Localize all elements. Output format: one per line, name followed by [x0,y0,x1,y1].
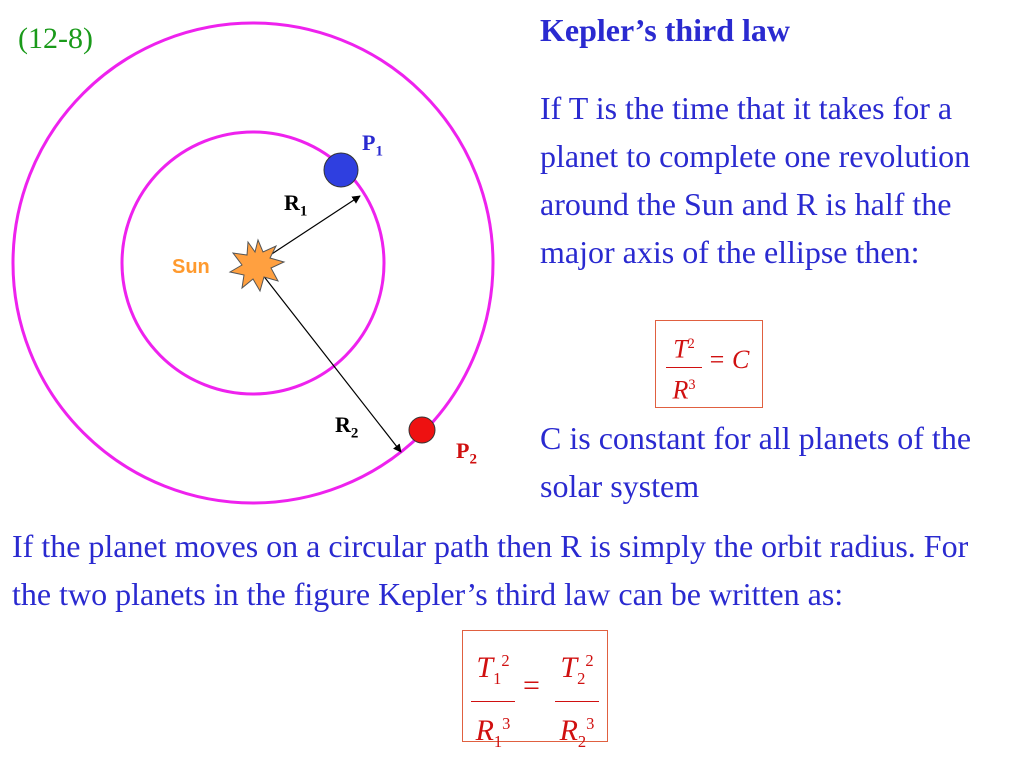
orbit-diagram [11,21,495,505]
r2-arrow [254,264,402,453]
planet-p2 [408,416,436,444]
slide-title: Kepler’s third law [540,12,791,48]
r1-label: R1 [284,190,308,220]
paragraph-circular: If the planet moves on a circular path t… [12,528,969,612]
formula2-r1: R13 [475,714,511,751]
formula1-rhs: = C [708,345,750,374]
formula2-left-fraction: T12 R13 [471,641,515,762]
formula1-denominator: R3 [672,375,696,405]
sun-icon [228,238,286,293]
inner-orbit [120,130,386,396]
formula2-r2: R23 [559,714,595,751]
outer-orbit [11,21,495,505]
paragraph-constant: C is constant for all planets of the sol… [540,420,972,504]
kepler-formula-general: T2 R3 = C [655,320,763,408]
formula2-right-fraction: T22 R23 [555,641,599,762]
formula1-numerator: T2 [673,334,695,364]
r2-label: R2 [335,412,359,442]
slide-number: (12-8) [18,22,93,55]
formula2-t1: T12 [476,651,510,688]
formula2-t2: T22 [560,651,594,688]
paragraph-definition: If T is the time that it takes for a pla… [540,90,971,270]
formula1-fraction: T2 R3 [666,329,702,405]
formula2-equals: = [523,669,540,702]
p2-label: P2 [456,438,477,468]
p1-label: P1 [362,130,383,160]
planet-p1 [323,152,359,188]
kepler-formula-two-planets: T12 R13 = T22 R23 [462,630,608,751]
sun-label: Sun [172,256,210,278]
